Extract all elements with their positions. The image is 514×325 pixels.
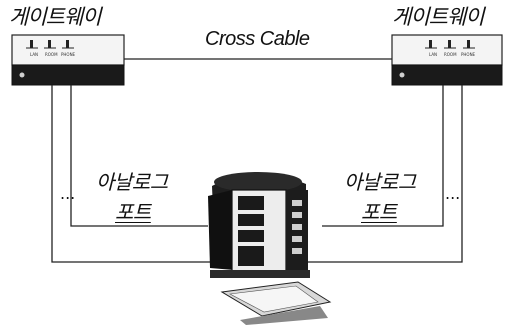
gateway-right-port-phone: PHONE xyxy=(461,52,476,57)
gateway-left-port-phone: PHONE xyxy=(61,52,76,57)
analog-port-right-line1: 아날로그 xyxy=(344,172,416,192)
gateway-right-device xyxy=(392,35,502,85)
analog-port-left-line2: 포트 xyxy=(115,202,151,222)
cross-cable-label: Cross Cable xyxy=(205,29,310,49)
computer-illustration xyxy=(208,172,330,325)
gateway-left-label: 게이트웨이 xyxy=(9,7,101,28)
gateway-right-port-lan: LAN xyxy=(429,52,437,57)
analog-port-left-line1: 아날로그 xyxy=(96,172,168,192)
ellipsis-left: ... xyxy=(60,186,75,202)
gateway-right-port-room: ROOM xyxy=(444,52,457,57)
gateway-left-port-lan: LAN xyxy=(30,52,38,57)
gateway-left-port-room: ROOM xyxy=(45,52,58,57)
gateway-left-device xyxy=(12,35,124,85)
ellipsis-right: ... xyxy=(445,186,460,202)
analog-port-right-line2: 포트 xyxy=(361,202,397,222)
gateway-right-label: 게이트웨이 xyxy=(392,7,484,28)
